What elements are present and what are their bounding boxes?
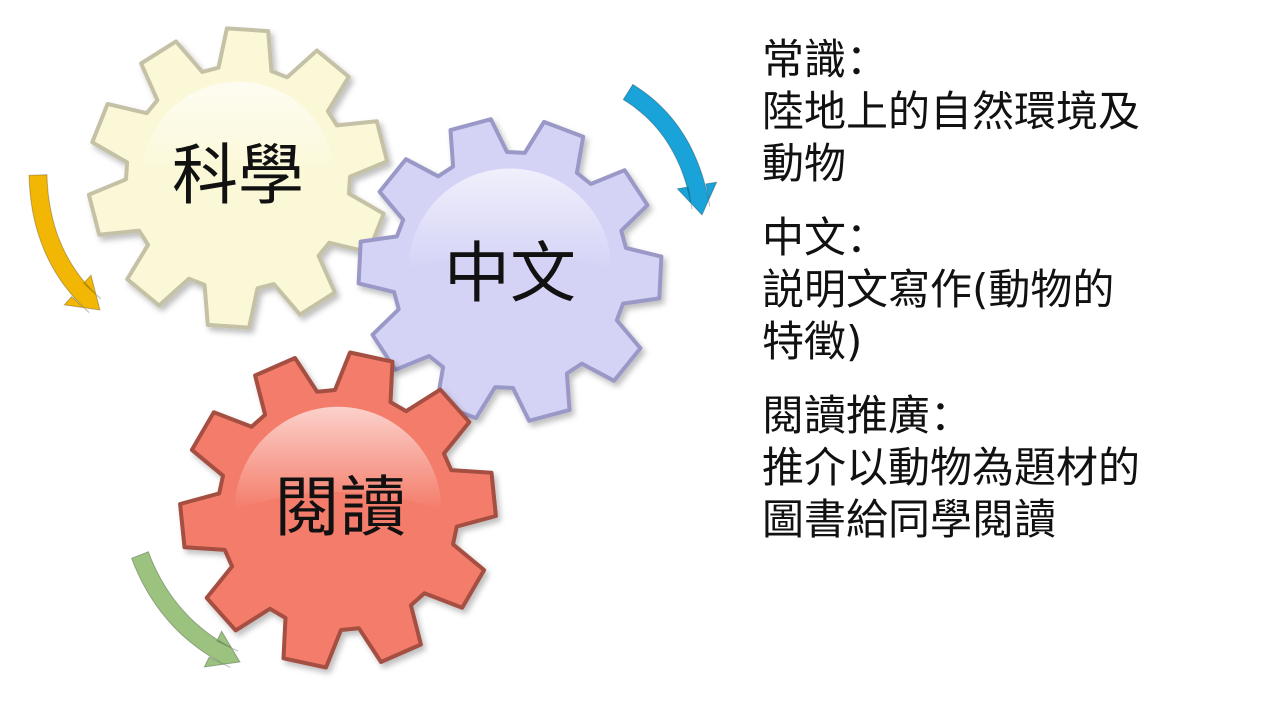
note-general-studies-line: 動物	[762, 139, 847, 188]
note-general-studies: 常識： 陸地上的自然環境及 動物	[762, 34, 1262, 190]
gears-diagram: 科學 中文 閱讀	[28, 26, 718, 670]
note-chinese-heading: 中文：	[762, 213, 889, 262]
green-arrow	[130, 551, 241, 668]
blue-arrow	[622, 83, 718, 216]
gear-science-body	[86, 26, 390, 330]
note-reading-promotion-line: 推介以動物為題材的	[762, 443, 1141, 492]
gear-chinese-body	[356, 117, 664, 423]
note-chinese: 中文： 説明文寫作(動物的 特徵)	[762, 212, 1262, 368]
gear-science-shine	[141, 81, 335, 178]
note-general-studies-line: 陸地上的自然環境及	[762, 87, 1141, 136]
gear-chinese-label: 中文	[444, 235, 576, 312]
gear-reading-body	[178, 350, 498, 670]
note-reading-promotion: 閱讀推廣： 推介以動物為題材的 圖書給同學閱讀	[762, 390, 1262, 546]
note-chinese-line: 説明文寫作(動物的	[762, 265, 1115, 314]
gear-chinese-shine	[408, 168, 612, 270]
notes-panel: 常識： 陸地上的自然環境及 動物 中文： 説明文寫作(動物的 特徵) 閱讀推廣：…	[762, 34, 1262, 546]
note-reading-promotion-line: 圖書給同學閱讀	[762, 495, 1057, 544]
gear-reading-label: 閱讀	[274, 469, 406, 546]
gear-science: 科學	[86, 26, 390, 330]
yellow-arrow	[28, 174, 102, 313]
gear-reading: 閱讀	[178, 350, 498, 670]
note-general-studies-heading: 常識：	[762, 35, 889, 84]
note-chinese-line: 特徵)	[762, 317, 863, 366]
gear-science-label: 科學	[172, 137, 304, 214]
gear-reading-shine	[234, 406, 442, 510]
note-reading-promotion-heading: 閱讀推廣：	[762, 391, 973, 440]
gear-chinese: 中文	[356, 117, 664, 423]
